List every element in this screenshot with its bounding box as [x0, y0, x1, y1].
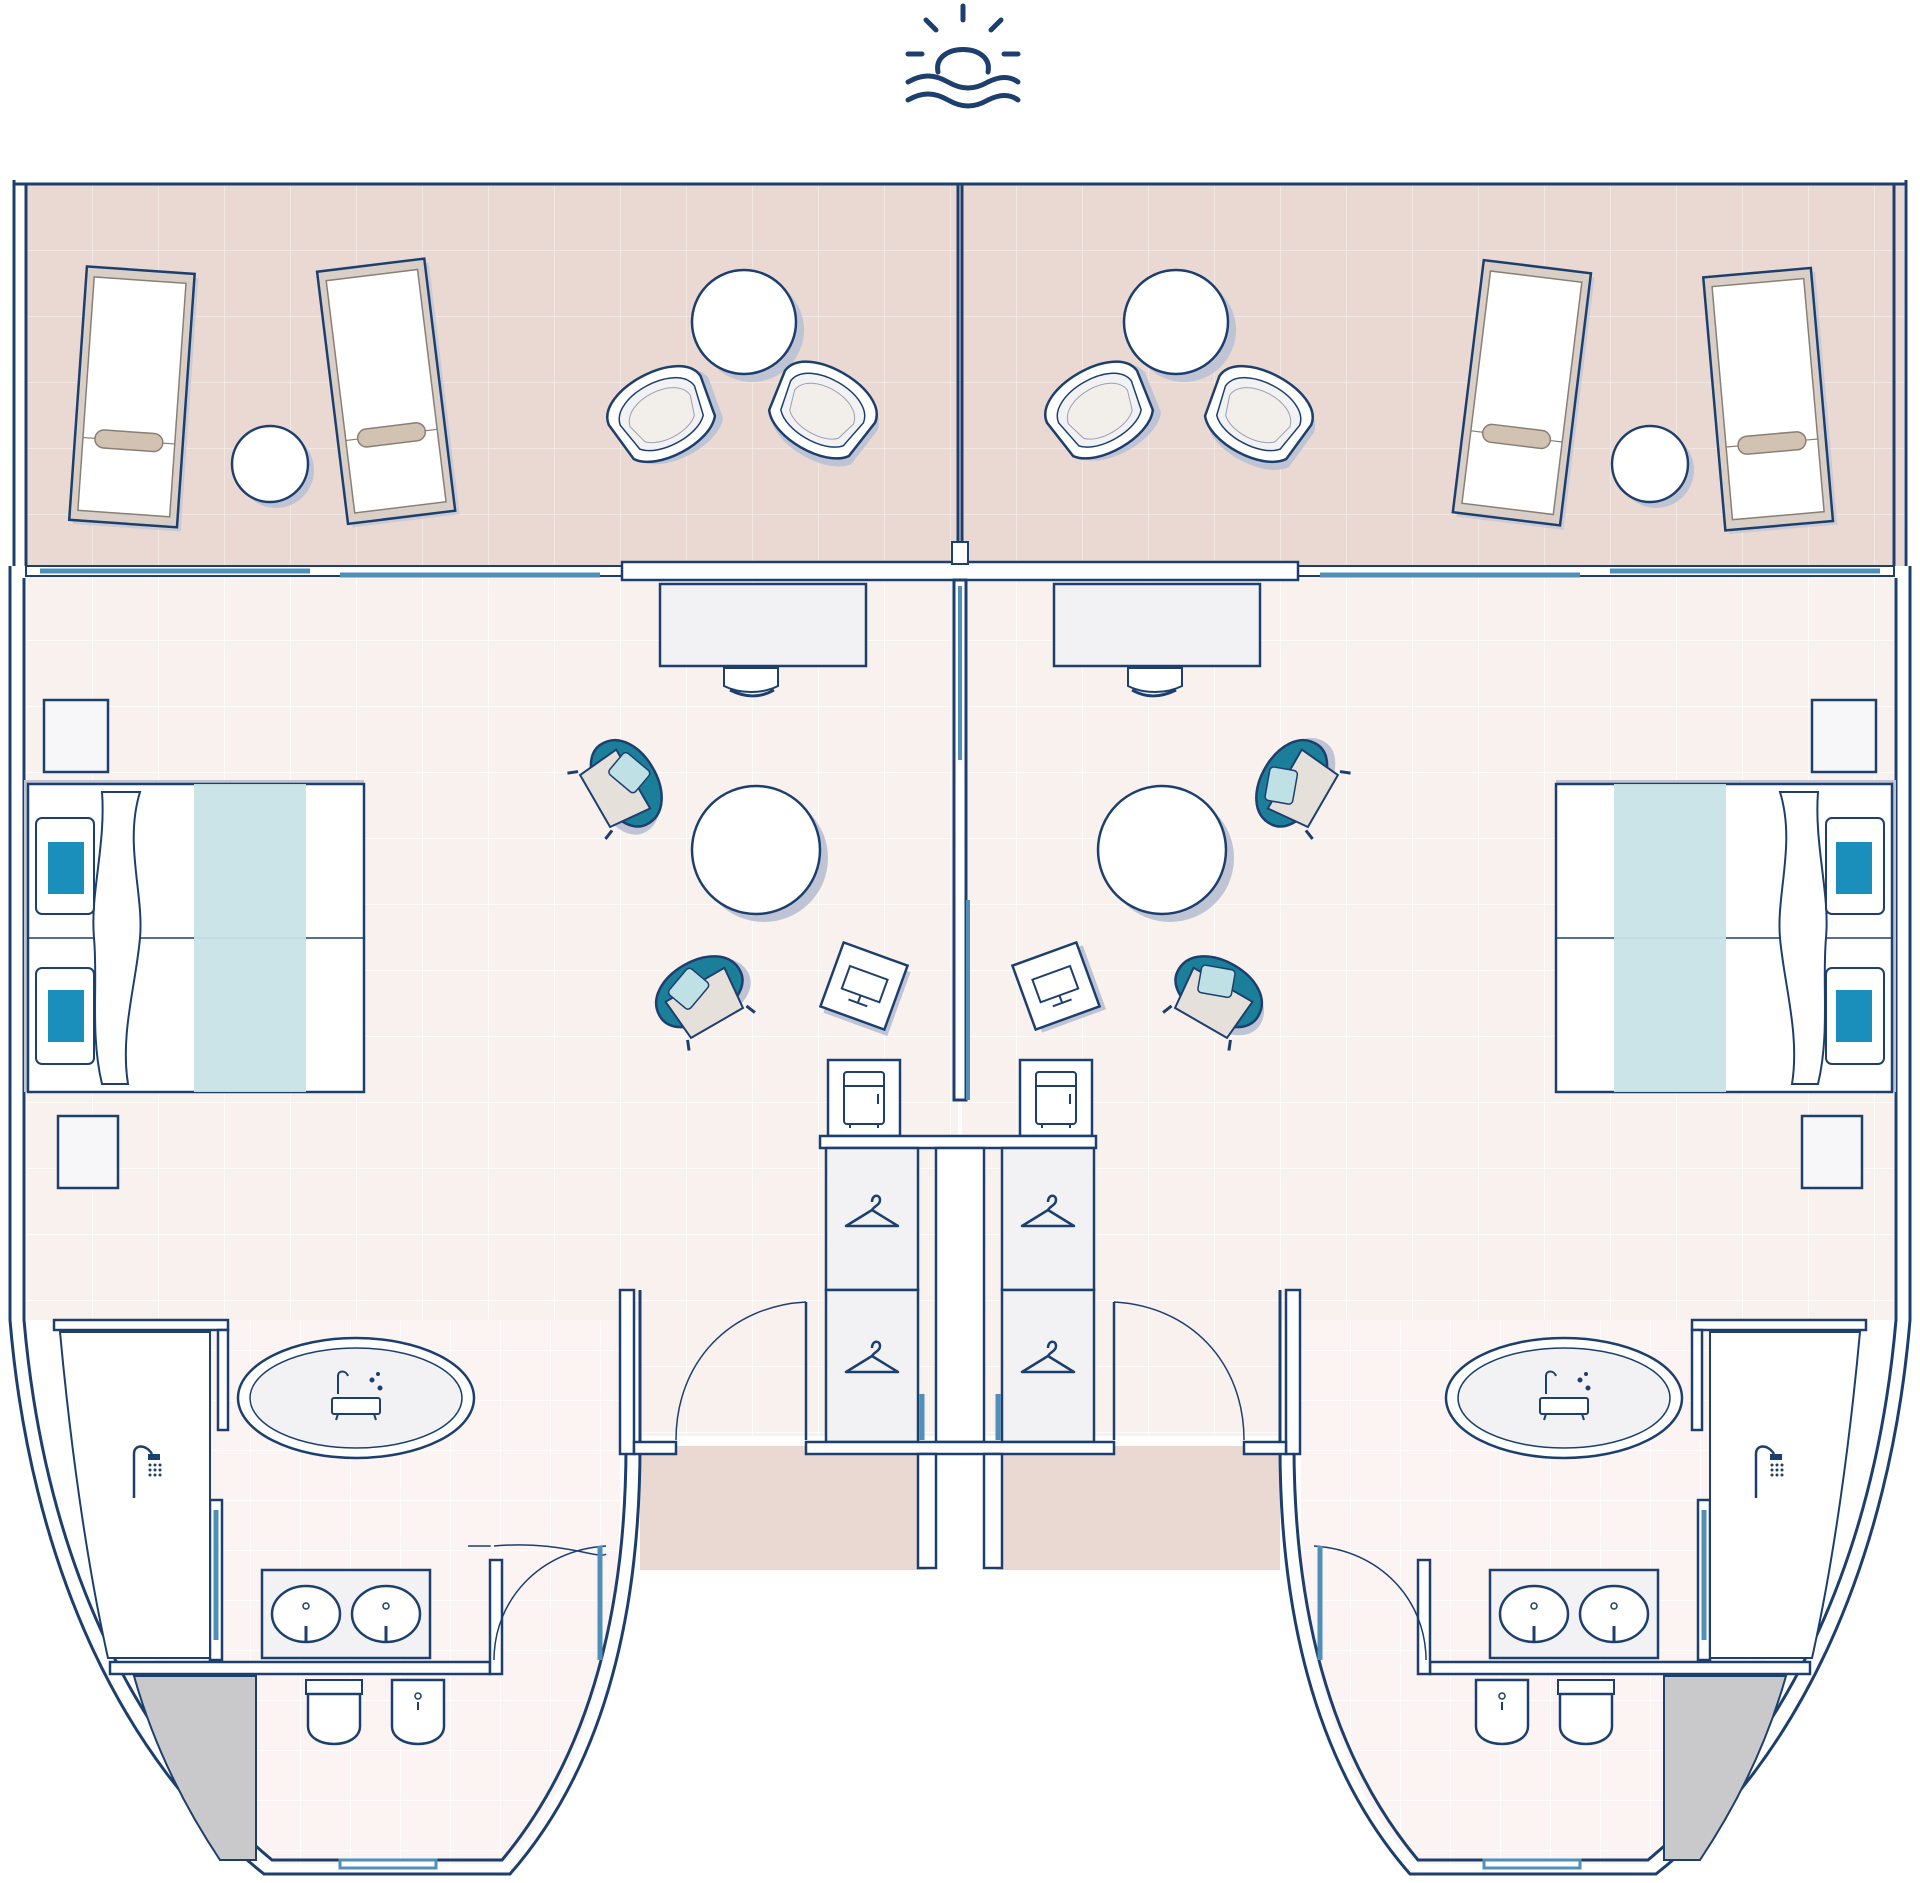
room-left: [22, 582, 914, 1190]
sun-lounger-icon: [1701, 266, 1839, 536]
wardrobe-left-upper: [824, 1146, 920, 1292]
walls: [8, 180, 1912, 1876]
double-bed-icon: [1554, 778, 1898, 1094]
bidet-icon: [1474, 1678, 1530, 1746]
wardrobe-left-lower: [824, 1288, 920, 1444]
double-sink-icon: [1488, 1568, 1660, 1660]
bathroom-left: [52, 1318, 607, 1870]
toilet-icon: [1556, 1678, 1616, 1746]
minibar-fridge-icon: [1018, 1058, 1094, 1138]
nightstand-icon: [56, 1114, 120, 1190]
room-right: [1011, 582, 1898, 1190]
nightstand-icon: [1800, 1114, 1864, 1190]
bidet-icon: [390, 1678, 446, 1746]
window-left: [338, 1858, 438, 1870]
wardrobes: [804, 1134, 1116, 1570]
window-right: [1482, 1858, 1582, 1870]
double-bed-icon: [22, 778, 366, 1094]
desk-icon: [658, 582, 868, 698]
party-wall: [952, 578, 970, 1102]
closet-niche: [132, 1675, 257, 1861]
nightstand-icon: [42, 698, 110, 774]
bath-door-arc: [468, 1544, 607, 1556]
entry-right-floor: [996, 1446, 1280, 1570]
room-doors: [618, 1288, 1302, 1456]
closet-niche: [1663, 1675, 1788, 1861]
wardrobe-right-upper: [1000, 1146, 1096, 1292]
bathtub-icon: [236, 1336, 476, 1460]
nightstand-icon: [1810, 698, 1878, 774]
minibar-fridge-icon: [826, 1058, 902, 1138]
entry-left-floor: [640, 1446, 926, 1570]
double-sink-icon: [260, 1568, 432, 1660]
shower-area: [1709, 1331, 1862, 1659]
bathtub-icon: [1444, 1336, 1684, 1460]
sun-over-sea-icon: [905, 3, 1021, 109]
desk-icon: [1052, 582, 1262, 698]
sun-lounger-icon: [67, 265, 200, 533]
toilet-icon: [304, 1678, 364, 1746]
bathroom-right: [1313, 1318, 1868, 1870]
wardrobe-right-lower: [1000, 1288, 1096, 1444]
glass-facade: [25, 541, 1895, 582]
